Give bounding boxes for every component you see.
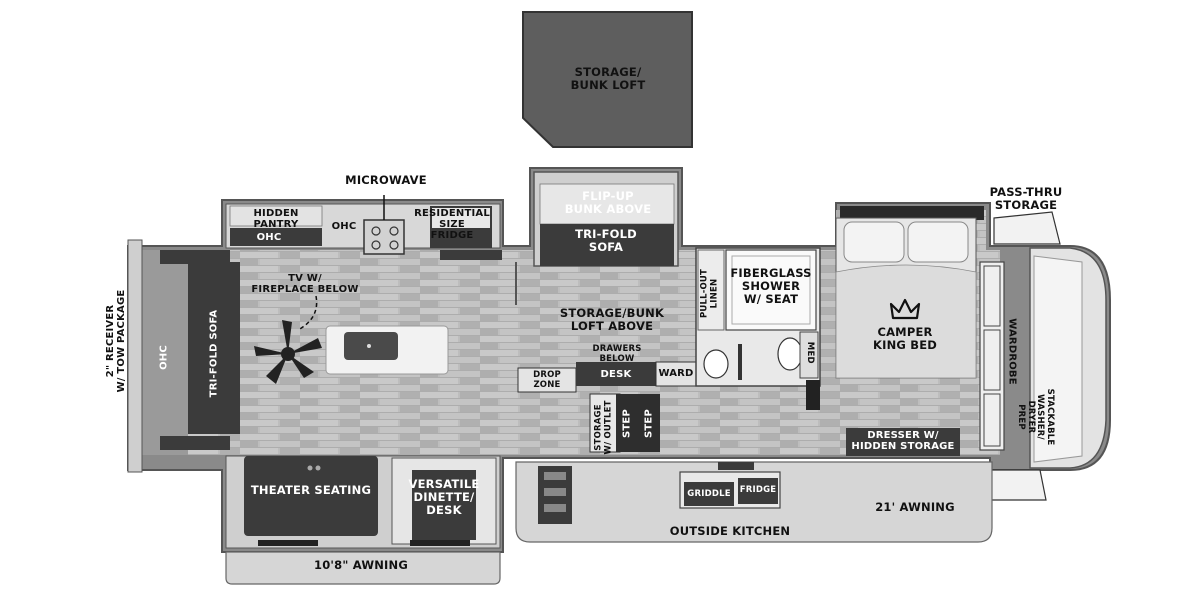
pull-out-linen-label: PULL-OUT LINEN [699, 268, 720, 319]
drop-zone [517, 367, 577, 393]
step-1 [616, 394, 638, 452]
drawers-below-label: DRAWERS BELOW [592, 344, 642, 364]
fridge-outside-label: FRIDGE [739, 485, 777, 495]
griddle-label: GRIDDLE [687, 489, 731, 499]
rear-bumper [127, 239, 143, 473]
hidden-pantry-label: HIDDEN PANTRY [253, 208, 299, 230]
pass-thru-door [993, 211, 1061, 245]
dresser [846, 428, 960, 456]
receiver-label: 2" RECEIVER W/ TOW PACKAGE [105, 289, 127, 393]
pantry-ohc [230, 228, 322, 246]
ward-label: WARD [658, 368, 694, 379]
microwave-label: MICROWAVE [345, 173, 427, 187]
step-2-label: STEP [643, 409, 655, 438]
sink [777, 337, 803, 371]
step-1-label: STEP [621, 409, 633, 438]
storage-outlet-label: STORAGE W/ OUTLET [593, 400, 614, 455]
med-label: MED [804, 341, 815, 364]
outside-kitchen-label: OUTSIDE KITCHEN [669, 524, 791, 538]
shower [725, 249, 817, 331]
tri-fold-sofa-rear [188, 262, 240, 434]
microwave-stove [363, 219, 405, 255]
linen [697, 249, 725, 331]
dresser-label: DRESSER W/ HIDDEN STORAGE [851, 430, 955, 452]
step-2 [638, 394, 660, 452]
desk [576, 362, 656, 386]
flip-up-bunk-label: FLIP-UP BUNK ABOVE [564, 189, 652, 216]
tri-fold-sofa-slide [540, 224, 674, 266]
versatile-dinette-label: VERSATILE DINETTE/ DESK [408, 477, 480, 517]
drop-zone-label: DROP ZONE [533, 370, 561, 390]
med-cabinet [799, 331, 819, 379]
toilet [703, 349, 729, 379]
rear-cabinet [140, 250, 188, 455]
storage-outlet-steps [589, 393, 621, 453]
theater-seating [244, 456, 378, 536]
awning-10-label: 10'8" AWNING [314, 558, 408, 572]
ohc-kitchen-label: OHC [256, 232, 282, 243]
ohc-rear-label: OHC [158, 345, 170, 370]
crown-logo-icon [889, 298, 921, 320]
headboard [840, 206, 984, 220]
awning-21-label: 21' AWNING [875, 500, 955, 514]
griddle [684, 482, 734, 506]
ohc-microwave-label: OHC [331, 221, 357, 232]
desk-label: DESK [600, 369, 632, 380]
outside-fridge [738, 478, 778, 504]
awning-10-8 [225, 551, 501, 585]
storage-bunk-loft-label: STORAGE/ BUNK LOFT [570, 65, 646, 92]
fiberglass-shower-label: FIBERGLASS SHOWER W/ SEAT [730, 266, 812, 306]
ceiling-fan-icon [254, 320, 322, 384]
pantry-box [229, 205, 323, 227]
theater-seating-label: THEATER SEATING [250, 483, 372, 497]
pass-thru-storage-label: PASS-THRU STORAGE [989, 185, 1063, 212]
stackable-washer-label: STACKABLE WASHER/ DRYER PREP [1016, 388, 1056, 446]
tv-fireplace-label: TV W/ FIREPLACE BELOW [251, 273, 359, 295]
storage-bunk-loft [522, 11, 693, 148]
tri-fold-sofa-slide-label: TRI-FOLD SOFA [575, 227, 637, 254]
ward [655, 361, 697, 387]
tri-fold-sofa-rear-label: TRI-FOLD SOFA [208, 309, 220, 398]
storage-bunk-loft-above-label: STORAGE/BUNK LOFT ABOVE [559, 306, 665, 333]
residential-fridge-label: RESIDENTIAL SIZE FRIDGE [414, 208, 490, 241]
camper-king-bed-label: CAMPER KING BED [872, 325, 938, 352]
